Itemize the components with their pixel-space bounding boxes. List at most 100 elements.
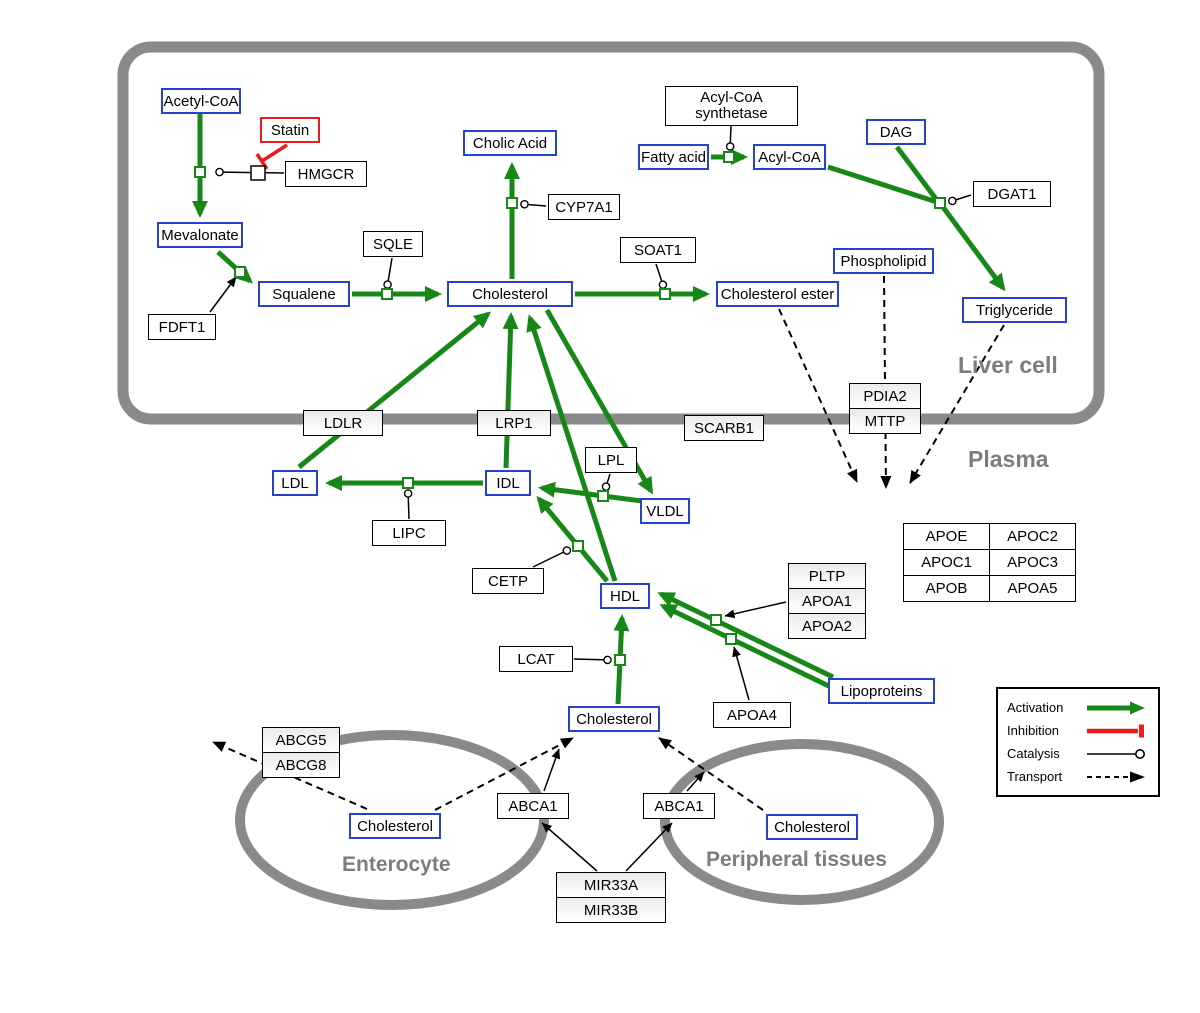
protein-soat1: SOAT1 [620, 237, 696, 263]
legend-row-inhibition: Inhibition [1007, 719, 1149, 742]
apo-cell-apoc2: APOC2 [990, 524, 1076, 550]
edge-cholesterolester-plasma [778, 308, 858, 483]
metabolite-cholesterol-peripheral: Cholesterol [766, 814, 858, 840]
plasma-label: Plasma [968, 446, 1049, 472]
protein-pdia2: PDIA2 [849, 383, 921, 409]
edge-hmgcr-catalysis [215, 167, 285, 177]
lipoprotein-hdl: HDL [600, 583, 650, 609]
legend-label-activation: Activation [1007, 700, 1064, 715]
lipoprotein-vldl: VLDL [640, 498, 690, 524]
catalysis-circle-icon [1087, 748, 1145, 759]
metabolite-cholesterol-enterocyte: Cholesterol [349, 813, 441, 839]
edge-triglyceride-plasma [909, 324, 1005, 484]
apo-cell-apoe: APOE [904, 524, 990, 550]
metabolite-acetyl-coa: Acetyl-CoA [161, 88, 241, 114]
protein-lipc: LIPC [372, 520, 446, 546]
apo-cell-apob: APOB [904, 576, 990, 602]
edge-dgat1-catalysis [948, 194, 972, 206]
metabolite-phospholipid: Phospholipid [833, 248, 934, 274]
protein-pltp: PLTP [788, 563, 866, 589]
edge-enterocyte-cholesterol-efflux [212, 741, 368, 810]
edge-abca1-enterocyte-transport [543, 748, 561, 792]
apo-cell-apoa5: APOA5 [990, 576, 1076, 602]
apo-cell-apoc3: APOC3 [990, 550, 1076, 576]
edge-mir33-abca1-peripheral [625, 822, 673, 872]
protein-dgat1: DGAT1 [973, 181, 1051, 207]
apo-cell-apoc1: APOC1 [904, 550, 990, 576]
edge-pltp-apoa-catalysis [724, 601, 787, 619]
activation-edges [191, 114, 1006, 705]
edge-fdft1-catalysis [209, 276, 237, 313]
protein-lpl: LPL [585, 447, 637, 473]
edge-abca1-peripheral-transport [686, 771, 705, 792]
edge-lipoproteins-hdl-1 [657, 591, 835, 680]
lipoprotein-idl: IDL [485, 470, 531, 496]
edge-acylcoasynthetase-catalysis [725, 125, 735, 151]
protein-apoa1: APOA1 [788, 588, 866, 614]
edge-lipc-catalysis [403, 489, 413, 520]
liver-cell-membrane [117, 41, 1105, 425]
edge-enterocyte-cholesterol-plasma [434, 737, 574, 811]
edge-cyp7a1-catalysis [520, 199, 547, 209]
protein-ldlr: LDLR [303, 410, 383, 436]
protein-mir33a: MIR33A [556, 872, 666, 898]
enterocyte-label: Enterocyte [342, 853, 451, 876]
protein-sqle: SQLE [363, 231, 423, 257]
protein-abcg5: ABCG5 [262, 727, 340, 753]
protein-abcg8: ABCG8 [262, 752, 340, 778]
protein-lcat: LCAT [499, 646, 573, 672]
enterocyte-membrane [235, 730, 549, 910]
hmgcr-reaction-square [250, 165, 266, 181]
edge-sqle-catalysis [383, 257, 393, 289]
edge-lcat-catalysis [573, 655, 612, 665]
legend-row-catalysis: Catalysis [1007, 742, 1149, 765]
edge-ldl-cholesterol [297, 311, 492, 469]
metabolite-cholic-acid: Cholic Acid [463, 130, 557, 156]
reaction-nodes [194, 151, 946, 666]
lipoproteins-box: Lipoproteins [828, 678, 935, 704]
edge-cetp-catalysis [532, 546, 572, 568]
protein-abca1-peripheral: ABCA1 [643, 793, 715, 819]
legend-label-catalysis: Catalysis [1007, 746, 1060, 761]
liver-cell-label: Liver cell [958, 352, 1058, 378]
edge-mir33-abca1-enterocyte [541, 822, 598, 872]
legend-row-transport: Transport [1007, 765, 1149, 788]
activation-arrow-icon [1087, 701, 1145, 714]
protein-scarb1: SCARB1 [684, 415, 764, 441]
apolipoprotein-table: APOE APOC2 APOC1 APOC3 APOB APOA5 [903, 523, 1076, 602]
node-lipc [402, 477, 414, 489]
edge-peripheral-cholesterol-plasma [658, 737, 764, 811]
edge-dag-dgat1node [895, 145, 938, 201]
metabolite-triglyceride: Triglyceride [962, 297, 1067, 323]
metabolite-squalene: Squalene [258, 281, 350, 307]
peripheral-tissues-membrane [660, 739, 944, 905]
metabolite-cholesterol-liver: Cholesterol [447, 281, 573, 307]
node-cetp [572, 540, 584, 552]
lipoprotein-ldl: LDL [272, 470, 318, 496]
node-cyp7a1 [506, 197, 518, 209]
transport-edges [212, 275, 1005, 811]
legend-label-transport: Transport [1007, 769, 1063, 784]
legend: Activation Inhibition Catalysis Transpor… [996, 687, 1160, 797]
edge-soat1-catalysis [655, 263, 668, 289]
metabolite-mevalonate: Mevalonate [157, 222, 243, 248]
edge-statin-inhibition [261, 143, 288, 163]
node-lcat [614, 654, 626, 666]
protein-hmgcr: HMGCR [285, 161, 367, 187]
protein-apoa2: APOA2 [788, 613, 866, 639]
metabolite-fatty-acid: Fatty acid [638, 144, 709, 170]
catalysis-edges [209, 125, 972, 872]
node-apoa4 [725, 633, 737, 645]
metabolite-cholesterol-ester: Cholesterol ester [716, 281, 839, 307]
node-pltp-apoa [710, 614, 722, 626]
inhibition-tbar-icon [1087, 724, 1144, 737]
protein-mir33b: MIR33B [556, 897, 666, 923]
legend-label-inhibition: Inhibition [1007, 723, 1060, 738]
node-soat1 [659, 288, 671, 300]
node-lpl [597, 490, 609, 502]
edge-idl-cholesterol [502, 312, 519, 469]
protein-lrp1: LRP1 [477, 410, 551, 436]
node-hmgcr [194, 166, 206, 178]
edge-hdl-cholesterol [526, 314, 618, 582]
